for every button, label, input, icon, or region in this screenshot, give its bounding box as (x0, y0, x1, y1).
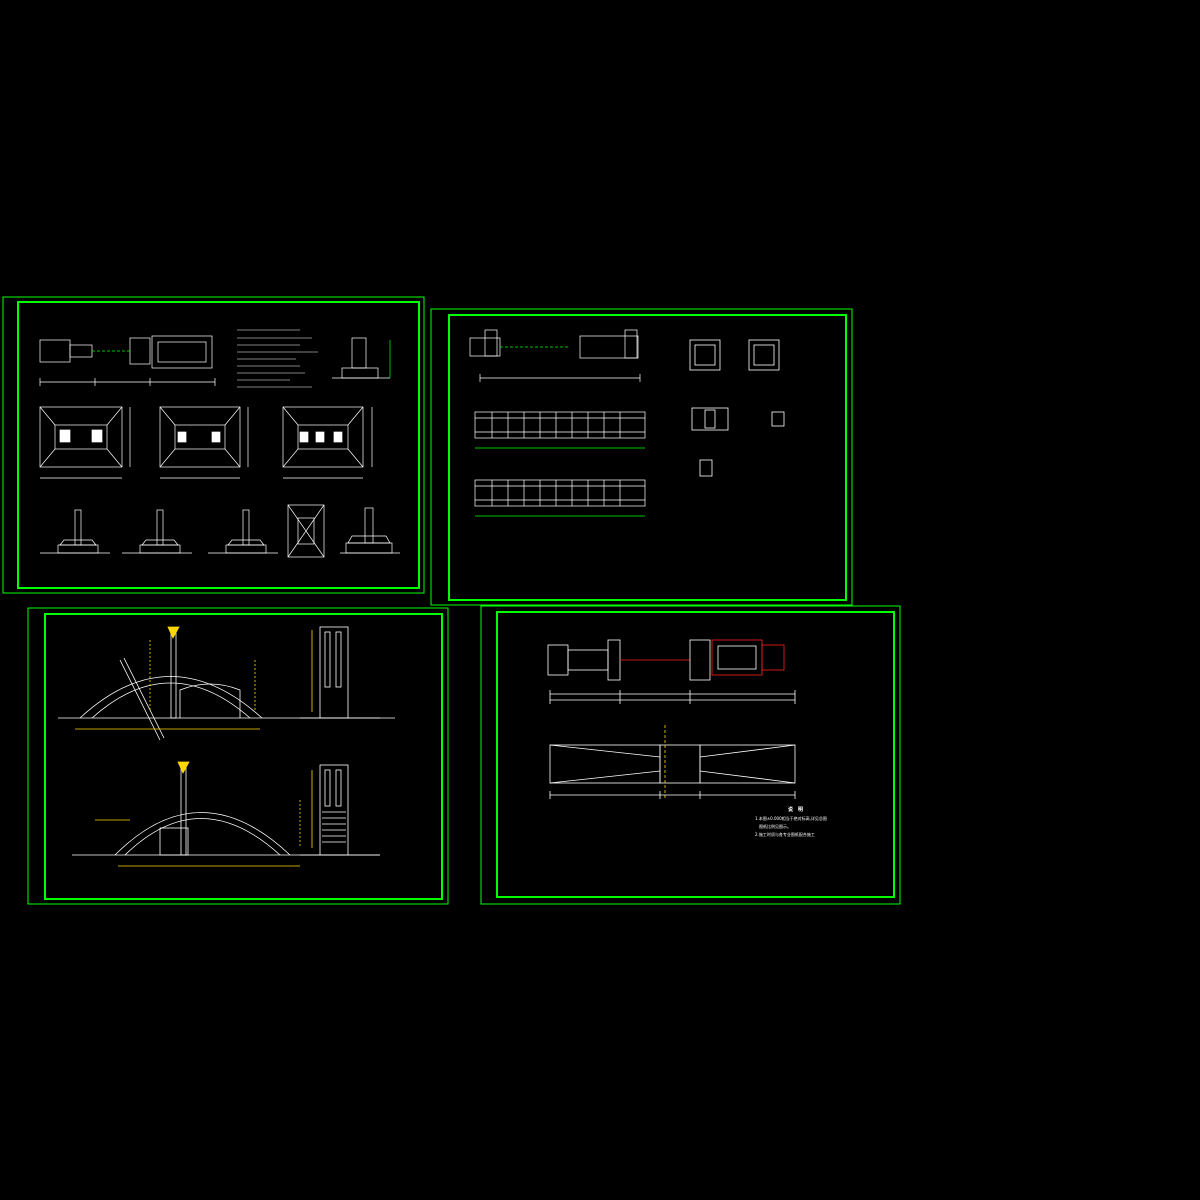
sheet-elevations[interactable] (27, 607, 449, 905)
section-1-1-detail (332, 337, 391, 379)
sheet-reinforcement[interactable] (430, 308, 853, 606)
rear-elevation-side (300, 764, 380, 856)
footing-plan-c (282, 406, 373, 479)
sheet4-note-line1: 1.本图±0.000相当于绝对标高,详见总图 (755, 816, 827, 821)
front-elevation-side (300, 626, 380, 719)
sheet4-note-line2: 图纸比例见图示。 (755, 824, 791, 829)
beam-section-top (469, 329, 641, 382)
rebar-elevation-2 (474, 479, 646, 517)
roof-plan (549, 725, 796, 800)
footing-plan-b (159, 406, 249, 479)
sheet-foundation[interactable] (2, 296, 425, 594)
sheet4-notes-heading: 说 明 (788, 807, 804, 813)
sheet4-note-line3: 2.施工时须与各专业图纸配合施工 (755, 832, 815, 837)
footing-plan-a (39, 406, 131, 479)
footing-sections-row (40, 504, 400, 558)
foundation-plan-overview (39, 335, 216, 386)
column-sections (689, 339, 785, 477)
ground-plan (547, 639, 796, 704)
sheet-plan[interactable] (480, 605, 901, 905)
rebar-elevation-1 (474, 411, 646, 449)
foundation-notes-block (237, 329, 318, 388)
